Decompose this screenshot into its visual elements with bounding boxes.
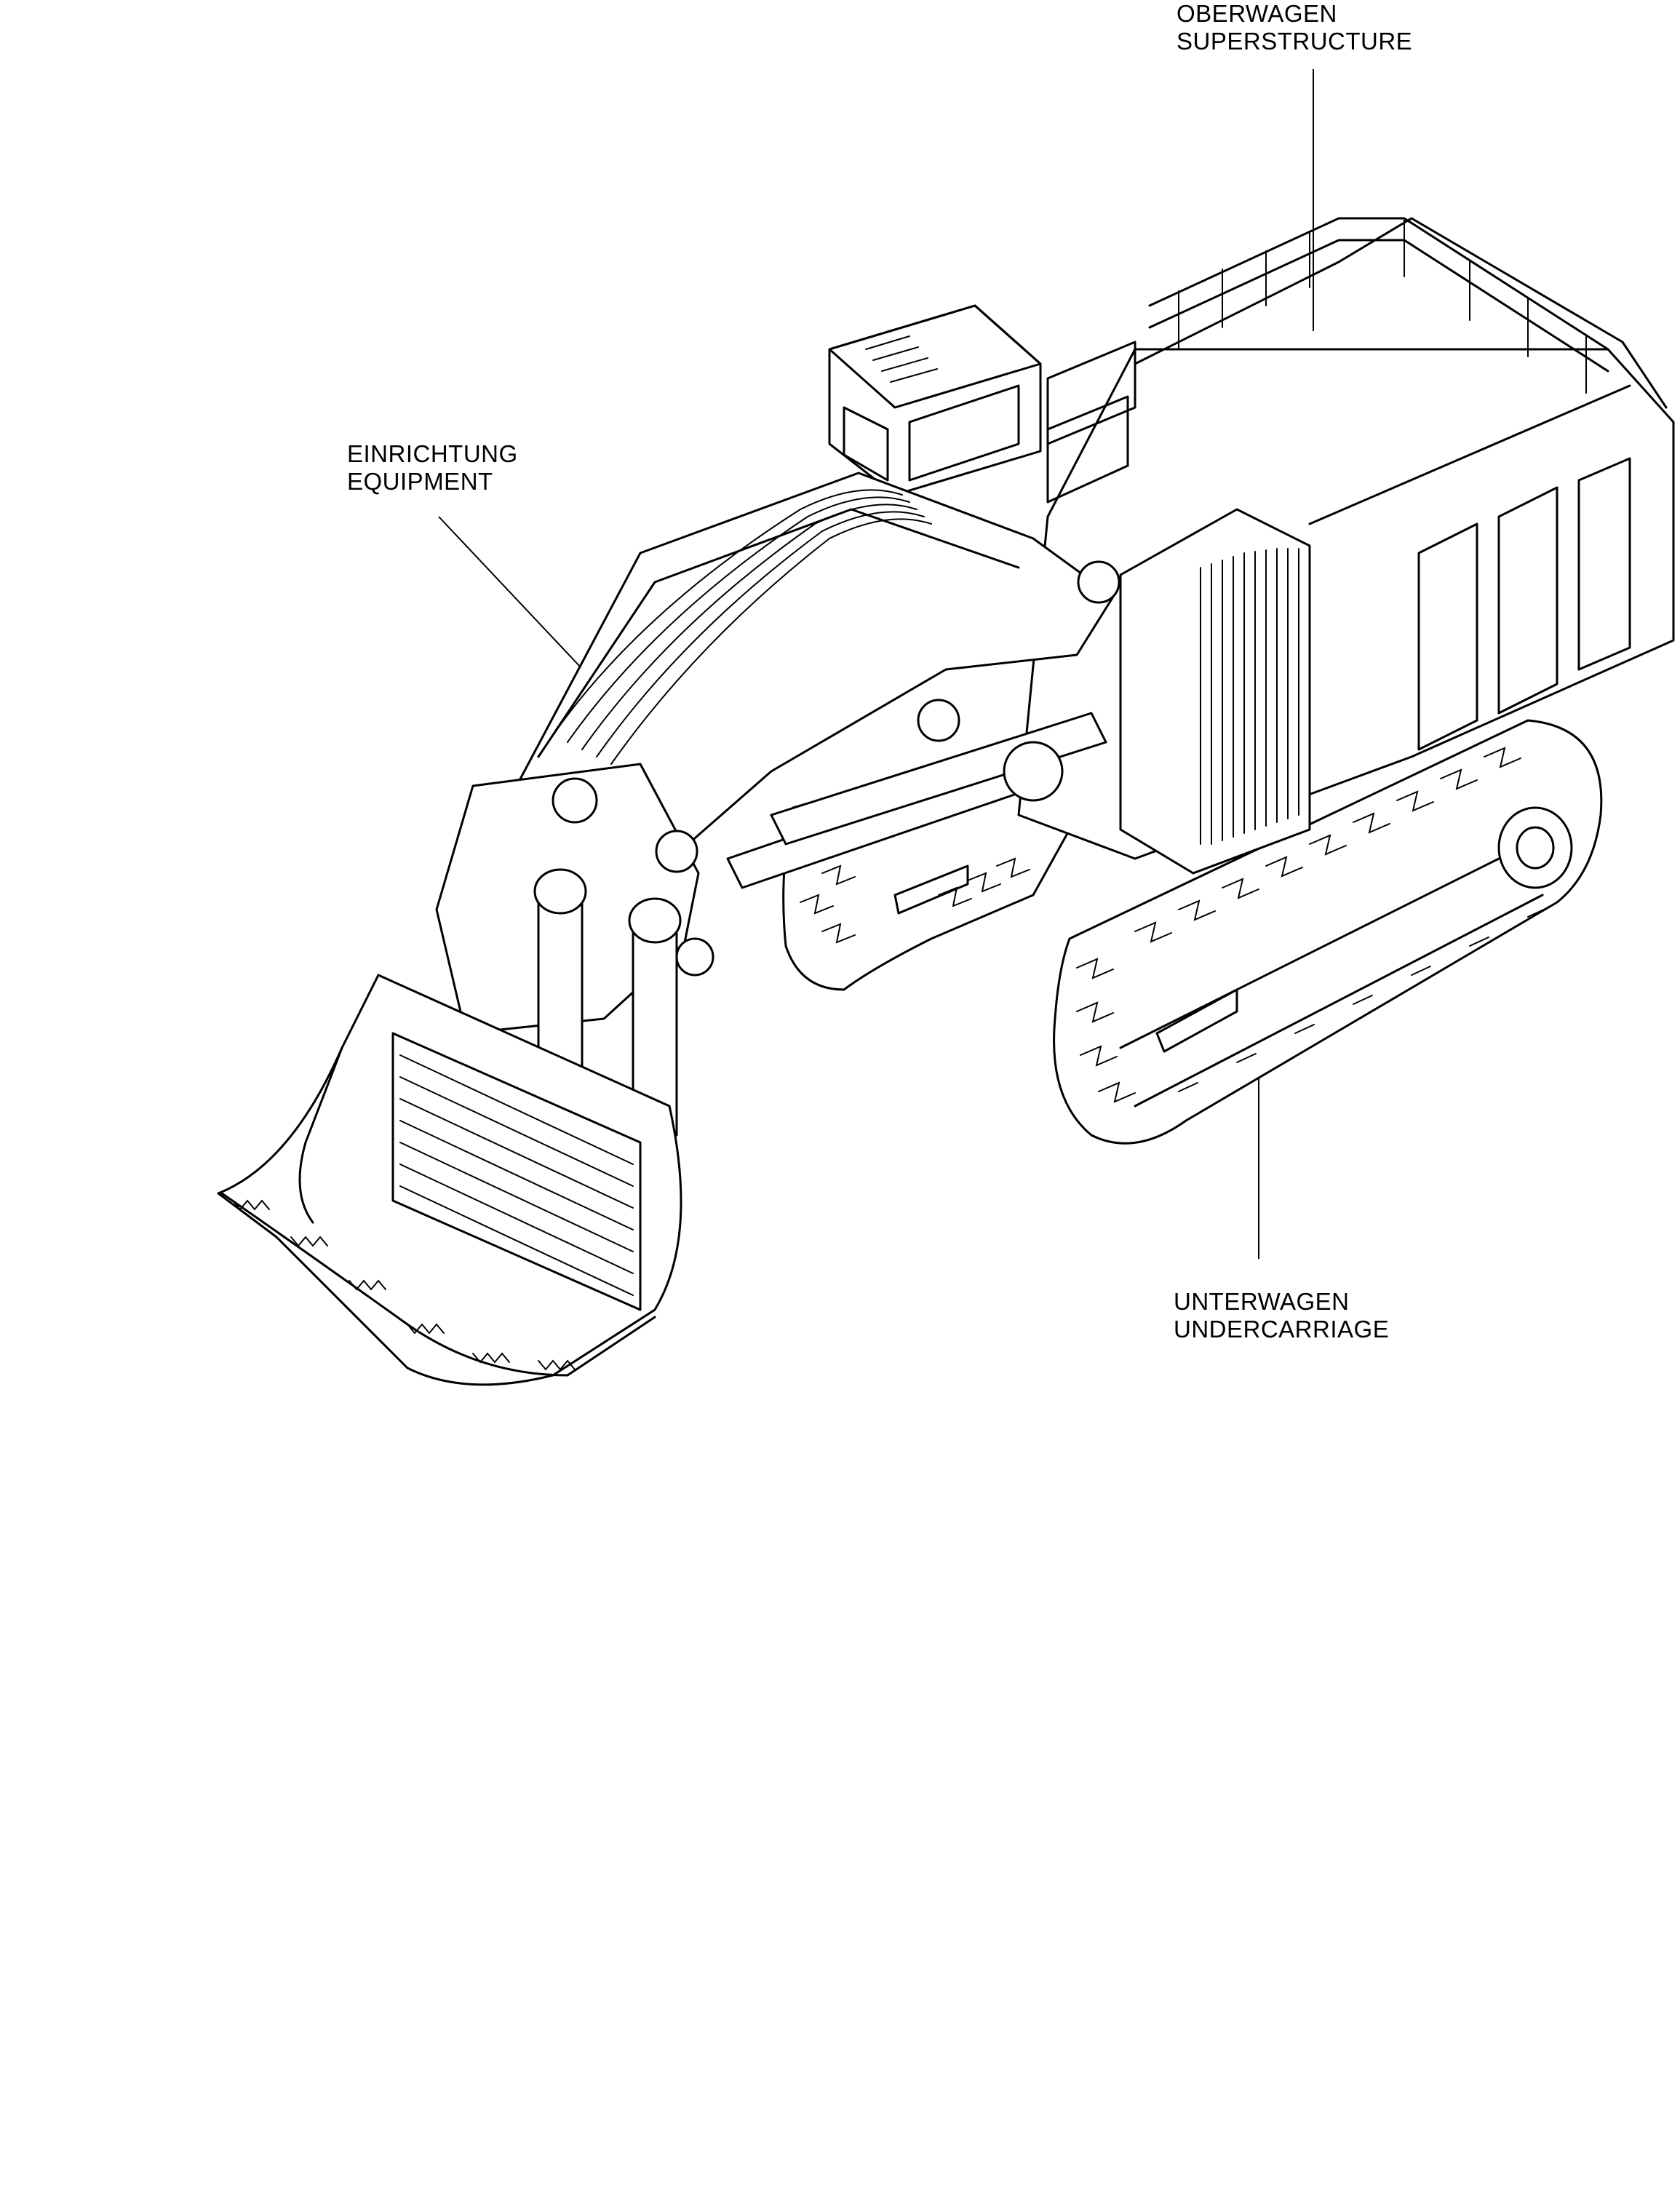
label-undercarriage-en: UNDERCARRIAGE bbox=[1174, 1316, 1390, 1343]
superstructure-roof bbox=[1134, 217, 1668, 409]
label-superstructure-en: SUPERSTRUCTURE bbox=[1177, 28, 1413, 55]
label-undercarriage: UNTERWAGEN UNDERCARRIAGE bbox=[1174, 1288, 1389, 1343]
right-track-shoes bbox=[1076, 747, 1548, 1103]
track-guard bbox=[1155, 988, 1238, 1053]
operator-cab bbox=[828, 304, 1042, 496]
label-superstructure: OBERWAGEN SUPERSTRUCTURE bbox=[1177, 0, 1412, 55]
cab-window-front bbox=[908, 384, 1020, 482]
boom-top-edge bbox=[537, 508, 1020, 758]
equipment-group bbox=[217, 472, 1120, 1386]
bucket-side-wall bbox=[298, 1046, 343, 1224]
superstructure-group bbox=[828, 217, 1675, 875]
boom-pin-1 bbox=[552, 777, 598, 824]
cab-window bbox=[843, 406, 889, 482]
cylinder-eye bbox=[1003, 741, 1064, 802]
handrails bbox=[1046, 217, 1609, 504]
right-track-inner-rail bbox=[1119, 857, 1500, 1049]
bucket-teeth bbox=[232, 1199, 576, 1371]
upper-railing-row bbox=[1308, 384, 1631, 525]
label-equipment-de: EINRICHTUNG bbox=[347, 440, 518, 467]
leader-line-equipment bbox=[438, 516, 594, 681]
side-panel-3 bbox=[1577, 457, 1631, 671]
boom-pin-3 bbox=[917, 699, 960, 742]
label-undercarriage-de: UNTERWAGEN bbox=[1174, 1288, 1350, 1315]
cab-roof-vents bbox=[865, 335, 938, 383]
bucket-grille-lines bbox=[399, 1054, 634, 1296]
radiator-grille bbox=[1200, 548, 1299, 845]
cylinder-head-left bbox=[533, 868, 587, 915]
boom-pin-2 bbox=[655, 830, 698, 873]
radiator-housing bbox=[1119, 508, 1311, 875]
boom-hydraulic-lines bbox=[552, 489, 932, 765]
cylinder-pin-right bbox=[675, 937, 714, 977]
label-equipment-en: EQUIPMENT bbox=[347, 468, 493, 495]
left-track-guard bbox=[893, 864, 969, 915]
label-superstructure-de: OBERWAGEN bbox=[1177, 0, 1337, 27]
bucket bbox=[217, 974, 682, 1386]
cylinder-head-right bbox=[628, 897, 682, 944]
side-panel-1 bbox=[1417, 522, 1478, 751]
sprocket-hub bbox=[1516, 826, 1555, 870]
side-panel-2 bbox=[1497, 486, 1558, 715]
label-equipment: EINRICHTUNG EQUIPMENT bbox=[347, 440, 518, 496]
bucket-front-plate bbox=[391, 1032, 642, 1311]
right-track-lower-rail bbox=[1134, 894, 1544, 1108]
boom-pin-4 bbox=[1077, 560, 1120, 604]
sprocket-wheel bbox=[1497, 806, 1573, 889]
cab-roof bbox=[828, 304, 1042, 409]
